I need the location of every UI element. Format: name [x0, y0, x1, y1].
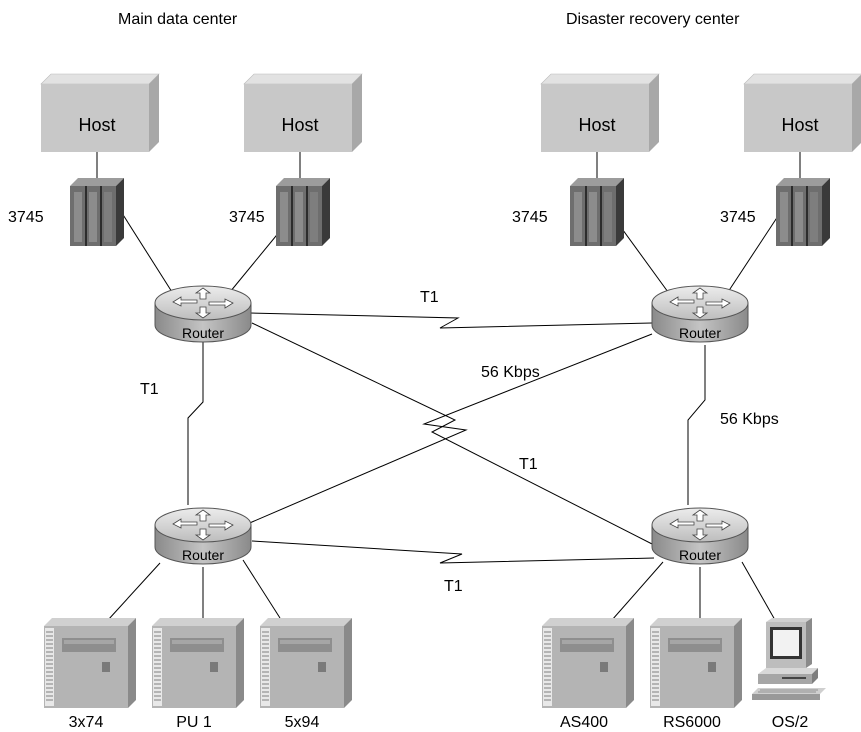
- left-t1-link: [187, 340, 204, 505]
- fep1-router1-link: [119, 209, 173, 293]
- router-3-label: Router: [182, 547, 224, 563]
- device-5x94-label: 5x94: [285, 714, 320, 731]
- device-os2-label: OS/2: [772, 714, 809, 731]
- device-os2-pc: [752, 618, 826, 700]
- bottom-t1-link: [251, 540, 655, 564]
- links: [96, 152, 801, 621]
- device-as400-label: AS400: [560, 714, 608, 731]
- fep2-router1-link: [229, 224, 286, 293]
- diag-t1-label: T1: [519, 456, 538, 473]
- router-4-label: Router: [679, 547, 721, 563]
- host-1: [40, 73, 160, 153]
- right-56k-label: 56 Kbps: [720, 411, 779, 428]
- host-3-label: Host: [578, 115, 615, 135]
- fep-4-label: 3745: [720, 209, 756, 226]
- device-rs6000: [649, 617, 743, 709]
- fep-3745-2: [276, 178, 330, 246]
- device-3x74: [43, 617, 137, 709]
- host-4: [743, 73, 861, 153]
- fep-3745-4: [776, 178, 830, 246]
- diag-t1-link: [251, 322, 657, 547]
- fep4-router2-link: [727, 209, 783, 293]
- router4-d6-link: [741, 561, 776, 621]
- device-pu1-label: PU 1: [176, 714, 212, 731]
- host-4-label: Host: [781, 115, 818, 135]
- router4-d4-link: [611, 561, 664, 621]
- router3-d3-link: [242, 559, 281, 619]
- main-site-title: Main data center: [118, 11, 238, 28]
- left-t1-label: T1: [140, 381, 159, 398]
- host-2-label: Host: [281, 115, 318, 135]
- host-2: [243, 73, 363, 153]
- fep-3745-3: [570, 178, 624, 246]
- host-3: [540, 73, 660, 153]
- bottom-t1-label: T1: [444, 578, 463, 595]
- diag-56k-label: 56 Kbps: [481, 364, 540, 381]
- right-56k-link: [687, 345, 706, 505]
- fep-3745-1: [70, 178, 124, 246]
- router3-d1-link: [107, 562, 161, 621]
- router-2-label: Router: [679, 325, 721, 341]
- fep-3-label: 3745: [512, 209, 548, 226]
- dr-site-title: Disaster recovery center: [566, 11, 740, 28]
- top-t1-link: [249, 312, 653, 329]
- fep-2-label: 3745: [229, 209, 265, 226]
- top-t1-label: T1: [420, 289, 439, 306]
- device-5x94: [259, 617, 353, 709]
- router-1-label: Router: [182, 325, 224, 341]
- device-rs6000-label: RS6000: [663, 714, 721, 731]
- host-1-label: Host: [78, 115, 115, 135]
- device-3x74-label: 3x74: [69, 714, 104, 731]
- fep-1-label: 3745: [8, 209, 44, 226]
- diag-56k-link: [237, 333, 653, 529]
- device-pu1: [151, 617, 245, 709]
- device-as400: [541, 617, 635, 709]
